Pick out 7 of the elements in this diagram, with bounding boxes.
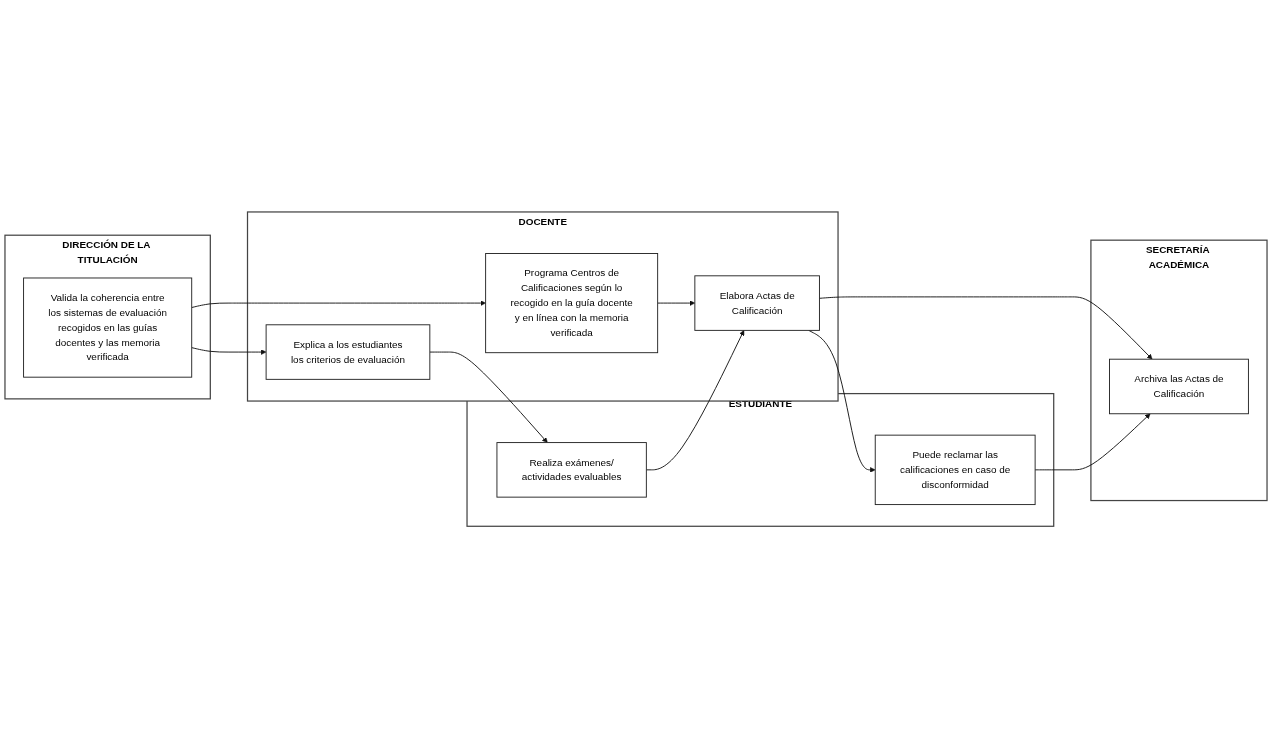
- node-box: Programa Centros de Calificaciones según lo recogido en la guía docente y en línea con la memoria verificada: [485, 252, 659, 354]
- node-box: Elabora Actas de Calificación: [694, 275, 820, 331]
- node-box: Explica a los estudiantes los criterios de evaluación: [265, 324, 431, 380]
- node-box: Valida la coherencia entre los sistemas de evaluación recogidos en las guías docentes y las memoria verificada: [23, 277, 193, 378]
- node-box: Realiza exámenes/ actividades evaluables: [496, 442, 647, 498]
- node-box: Puede reclamar las calificaciones en caso de disconformidad: [874, 434, 1036, 505]
- node-box: Archiva las Actas de Calificación: [1109, 358, 1249, 415]
